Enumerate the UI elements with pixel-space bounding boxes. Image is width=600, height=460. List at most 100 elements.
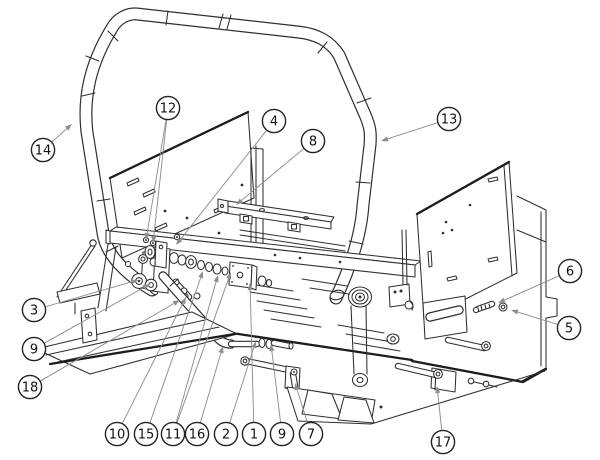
leader-line	[515, 311, 559, 326]
leader-line	[199, 350, 223, 424]
callout-11: 11	[160, 272, 232, 447]
callout-12: 12	[144, 95, 181, 243]
callout-14: 14	[30, 124, 72, 163]
balloon-number: 10	[109, 428, 126, 443]
axle-shaft-hardware	[144, 240, 273, 300]
drawbar-upper	[444, 336, 491, 352]
balloon-circle-17	[430, 429, 456, 455]
leader-arrowhead	[151, 235, 157, 243]
leader-line	[437, 390, 443, 431]
leader-line	[502, 275, 560, 302]
balloon-circle-13	[436, 106, 462, 132]
balloon-number: 8	[309, 135, 317, 150]
callout-3: 3	[21, 279, 138, 323]
leader-line	[296, 387, 308, 424]
left-foot-plate	[56, 282, 101, 304]
callout-8: 8	[236, 128, 326, 205]
balloon-number: 4	[270, 115, 278, 130]
leader-arrowhead	[247, 283, 253, 291]
balloon-circle-7	[298, 421, 324, 447]
leader-arrowhead	[144, 232, 150, 240]
leader-arrowhead	[381, 136, 389, 142]
balloon-circle-9	[21, 336, 47, 362]
balloon-number: 6	[566, 265, 574, 280]
callout-17: 17	[430, 386, 456, 455]
louvered-deck	[203, 278, 414, 362]
balloon-circle-1	[241, 421, 267, 447]
leader-line	[149, 275, 202, 424]
leader-line	[175, 279, 218, 423]
right-body-housing	[388, 160, 558, 384]
leader-line	[271, 348, 282, 423]
callout-18: 18	[17, 300, 180, 400]
deflector-plate	[35, 282, 238, 375]
leader-arrowhead	[251, 341, 257, 349]
leader-arrowhead	[498, 297, 506, 303]
leader-arrowhead	[213, 275, 219, 283]
balloon-number: 17	[435, 436, 452, 451]
support-rail-bracket	[217, 198, 346, 252]
balloon-circle-9	[269, 421, 295, 447]
leader-line	[178, 129, 268, 242]
balloon-circle-3	[21, 297, 47, 323]
strap-bracket	[80, 307, 98, 344]
leader-arrowhead	[198, 271, 204, 279]
callout-1: 1	[241, 283, 267, 447]
leader-arrowhead	[435, 386, 441, 394]
callout-15: 15	[133, 271, 204, 447]
leader-line	[229, 345, 255, 424]
balloon-number: 3	[30, 304, 38, 319]
callout-5: 5	[511, 309, 582, 341]
callout-2: 2	[213, 341, 257, 447]
balloon-circle-11	[160, 421, 186, 447]
leader-line	[51, 126, 69, 143]
bottom-frame-and-hitch	[286, 336, 546, 425]
balloon-number: 9	[278, 428, 286, 443]
balloon-circle-4	[261, 108, 287, 134]
bolt-and-nut-fasteners	[472, 300, 508, 314]
callout-10: 10	[104, 297, 186, 447]
leader-arrowhead	[226, 272, 232, 280]
balloon-number: 18	[22, 381, 39, 396]
balloon-number: 15	[138, 428, 155, 443]
leader-arrowhead	[176, 237, 183, 245]
leader-arrowhead	[294, 383, 300, 391]
balloon-circle-2	[213, 421, 239, 447]
main-cross-beam	[97, 226, 422, 312]
leader-line	[239, 148, 305, 203]
callout-13: 13	[381, 106, 462, 142]
leader-arrowhead	[269, 344, 275, 352]
right-wall	[516, 195, 558, 383]
balloon-circle-8	[300, 128, 326, 154]
leader-line	[39, 302, 176, 382]
drawbar-lower	[394, 362, 443, 379]
vertical-channel-post	[247, 145, 267, 259]
callout-9-6: 9	[21, 284, 150, 362]
callout-7: 7	[294, 383, 324, 447]
balloon-circle-6	[557, 258, 583, 284]
leader-arrowhead	[130, 279, 138, 285]
leader-line	[146, 119, 167, 236]
balloon-circle-15	[133, 421, 159, 447]
balloon-number: 5	[565, 322, 573, 337]
balloon-number: 14	[35, 144, 52, 159]
leader-arrowhead	[180, 297, 186, 305]
leader-line	[45, 280, 134, 308]
balloon-circle-18	[17, 374, 43, 400]
leader-line	[43, 286, 146, 344]
leader-arrowhead	[65, 124, 72, 131]
balloon-number: 1	[250, 428, 258, 443]
balloon-number: 13	[441, 113, 458, 128]
balloon-circle-16	[184, 421, 210, 447]
rollover-bar	[79, 7, 377, 305]
balloon-number: 7	[307, 428, 315, 443]
balloon-circle-10	[104, 421, 130, 447]
leader-arrowhead	[236, 198, 244, 205]
leader-arrowhead	[172, 300, 180, 306]
leader-line	[121, 301, 185, 424]
pulley-and-belt	[347, 286, 400, 388]
balloon-number: 16	[189, 428, 206, 443]
